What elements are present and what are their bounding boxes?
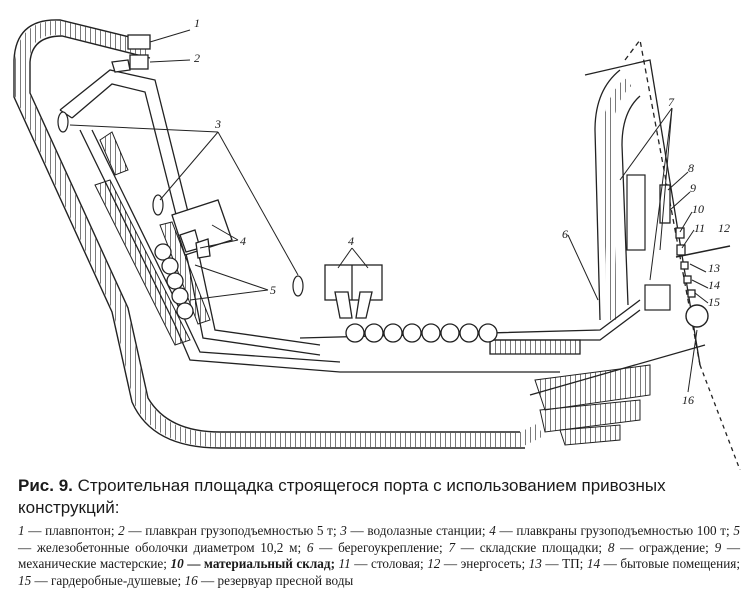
callout-8: 8: [688, 161, 694, 175]
callout-9: 9: [690, 181, 696, 195]
legend-num: 14: [586, 556, 601, 571]
legend-text: материальный склад: [203, 556, 331, 571]
callout-7: 7: [668, 95, 675, 109]
figure-title-text: Строительная площадка строящегося порта …: [18, 476, 666, 517]
legend-num: 9: [714, 539, 722, 555]
breakwater: [13, 19, 544, 449]
legend-item-7: 7 — складские площадки;: [448, 539, 608, 555]
legend-item-12: 12 — энергосеть;: [427, 556, 529, 571]
legend-text: складские площадки: [479, 539, 599, 555]
callout-12: 12: [718, 221, 730, 235]
access-road: [529, 344, 706, 396]
legend-num: 1: [18, 523, 25, 538]
legend-text: плавкран грузоподъемностью 5 т: [145, 523, 333, 538]
legend-item-10: 10 — материальный склад;: [170, 556, 339, 571]
crane-100t-central: [324, 264, 383, 319]
legend-item-9: 9 — механические мастерские;: [18, 539, 741, 572]
callout-4-central: 4: [348, 234, 354, 248]
legend-item-5: 5 — железобетонные оболочки диаметром 10…: [18, 523, 740, 555]
legend-num: 7: [448, 539, 456, 555]
legend-item-14: 14 — бытовые помещения;: [586, 556, 740, 571]
callout-2: 2: [194, 51, 200, 65]
legend-item-13: 13 — ТП;: [528, 556, 587, 571]
caissons-central: [345, 323, 498, 343]
legend-num: 8: [607, 539, 615, 555]
figure-title: Рис. 9. Строительная площадка строящегос…: [18, 475, 740, 519]
legend-text: механические мастерские: [18, 556, 164, 571]
diving-stations: [57, 111, 304, 297]
callout-13: 13: [708, 261, 720, 275]
legend-num: 12: [427, 556, 441, 571]
legend-item-16: 16 — резервуар пресной воды: [184, 572, 354, 588]
water-tank: [685, 304, 709, 328]
lower-blocks: [534, 364, 651, 446]
callout-10: 10: [692, 202, 704, 216]
legend-num: 3: [340, 523, 347, 538]
crane-100t-left: [171, 199, 233, 259]
legend-item-11: 11 — столовая;: [338, 556, 428, 571]
legend-text: гардеробные-душевые: [50, 572, 178, 588]
legend-text: железобетонные оболочки диаметром 10,2 м: [36, 539, 298, 555]
legend-num: 2: [118, 523, 125, 538]
figure-number: Рис. 9.: [18, 476, 73, 495]
storage-areas: [626, 174, 671, 311]
legend-num: 5: [733, 523, 740, 538]
legend-item-1: 1 — плавпонтон;: [18, 523, 119, 538]
legend-text: резервуар пресной воды: [217, 572, 354, 588]
caissons-left: [154, 243, 194, 320]
legend-item-6: 6 — берегоукрепление;: [306, 539, 449, 555]
legend-item-3: 3 — водолазные станции;: [340, 523, 490, 538]
figure-caption: Рис. 9. Строительная площадка строящегос…: [18, 475, 740, 589]
legend-num: 13: [528, 556, 542, 571]
legend-text: ТП: [562, 556, 580, 571]
legend-num: 10: [170, 556, 184, 571]
figure-legend: 1 — плавпонтон; 2 — плавкран грузоподъем…: [18, 523, 740, 589]
legend-num: 15: [18, 572, 32, 588]
legend-num: 4: [489, 523, 496, 538]
callout-labels: 1 2 3 4 4 5 6 7 8 9 10 11 12 13 14 15 16: [194, 16, 730, 407]
legend-text: ограждение: [639, 539, 706, 555]
legend-num: 16: [184, 572, 198, 588]
callout-4-left: 4: [240, 234, 246, 248]
legend-text: бытовые помещения: [620, 556, 737, 571]
pontoon-and-crane: [111, 34, 151, 73]
legend-item-4: 4 — плавкраны грузоподъемностью 100 т;: [489, 523, 734, 538]
legend-text: столовая: [370, 556, 420, 571]
legend-text: берегоукрепление: [338, 539, 440, 555]
leader-lines: [69, 29, 709, 393]
legend-text: энергосеть: [460, 556, 522, 571]
legend-text: водолазные станции: [367, 523, 482, 538]
legend-text: плавкраны грузоподъемностью 100 т: [516, 523, 727, 538]
callout-11: 11: [694, 221, 705, 235]
callout-14: 14: [708, 278, 720, 292]
port-site-plan: 1 2 3 4 4 5 6 7 8 9 10 11 12 13 14 15 16: [13, 16, 741, 470]
callout-1: 1: [194, 16, 200, 30]
callout-3: 3: [214, 117, 221, 131]
callout-15: 15: [708, 295, 720, 309]
legend-num: 6: [306, 539, 314, 555]
callout-6: 6: [562, 227, 568, 241]
legend-item-8: 8 — ограждение;: [607, 539, 715, 555]
legend-text: плавпонтон: [45, 523, 111, 538]
callout-16: 16: [682, 393, 694, 407]
callout-5: 5: [270, 283, 276, 297]
legend-item-2: 2 — плавкран грузоподъемностью 5 т;: [118, 523, 341, 538]
power-line: [675, 245, 731, 258]
legend-num: 11: [338, 556, 351, 571]
legend-item-15: 15 — гардеробные-душевые;: [18, 572, 185, 588]
